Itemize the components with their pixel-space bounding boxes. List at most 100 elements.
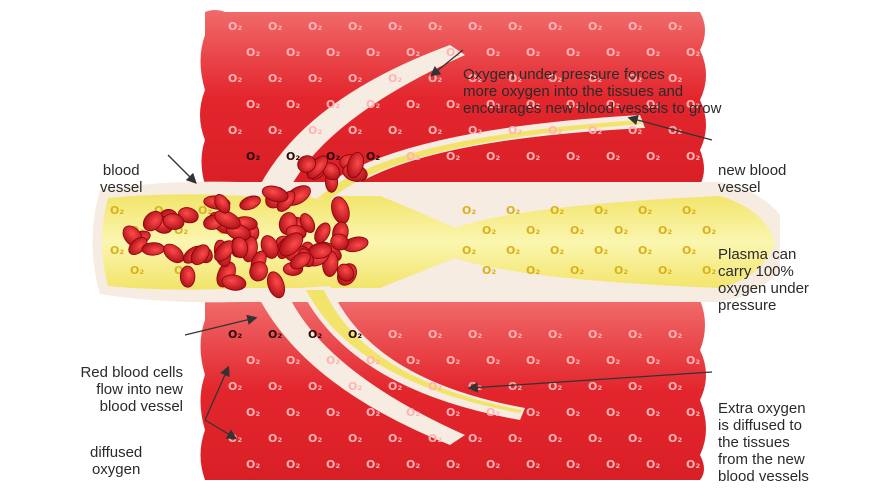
oxygen-molecule-icon: O₂ xyxy=(570,264,584,277)
oxygen-molecule-icon: O₂ xyxy=(228,20,242,33)
oxygen-molecule-icon: O₂ xyxy=(428,380,442,393)
oxygen-molecule-icon: O₂ xyxy=(308,124,322,137)
oxygen-molecule-icon: O₂ xyxy=(228,72,242,85)
oxygen-molecule-icon: O₂ xyxy=(446,458,460,471)
oxygen-molecule-icon: O₂ xyxy=(348,20,362,33)
oxygen-molecule-icon: O₂ xyxy=(646,354,660,367)
red-blood-cell-icon xyxy=(180,266,195,287)
oxygen-molecule-icon: O₂ xyxy=(508,432,522,445)
oxygen-molecule-icon: O₂ xyxy=(686,354,700,367)
oxygen-molecule-icon: O₂ xyxy=(286,46,300,59)
oxygen-molecule-icon: O₂ xyxy=(308,328,322,341)
oxygen-molecule-icon: O₂ xyxy=(428,20,442,33)
oxygen-molecule-icon: O₂ xyxy=(594,244,608,257)
oxygen-molecule-icon: O₂ xyxy=(686,406,700,419)
oxygen-molecule-icon: O₂ xyxy=(228,328,242,341)
oxygen-molecule-icon: O₂ xyxy=(682,244,696,257)
oxygen-molecule-icon: O₂ xyxy=(668,380,682,393)
oxygen-molecule-icon: O₂ xyxy=(646,406,660,419)
oxygen-molecule-icon: O₂ xyxy=(366,46,380,59)
oxygen-molecule-icon: O₂ xyxy=(506,204,520,217)
oxygen-molecule-icon: O₂ xyxy=(606,406,620,419)
label-extra-oxygen: Extra oxygenis diffused tothe tissuesfro… xyxy=(718,366,809,502)
oxygen-molecule-icon: O₂ xyxy=(588,328,602,341)
oxygen-molecule-icon: O₂ xyxy=(526,150,540,163)
oxygen-molecule-icon: O₂ xyxy=(308,432,322,445)
oxygen-molecule-icon: O₂ xyxy=(246,98,260,111)
oxygen-molecule-icon: O₂ xyxy=(468,380,482,393)
oxygen-molecule-icon: O₂ xyxy=(246,354,260,367)
oxygen-molecule-icon: O₂ xyxy=(388,380,402,393)
oxygen-molecule-icon: O₂ xyxy=(566,406,580,419)
oxygen-molecule-icon: O₂ xyxy=(446,406,460,419)
oxygen-molecule-icon: O₂ xyxy=(668,432,682,445)
oxygen-molecule-icon: O₂ xyxy=(268,380,282,393)
oxygen-molecule-icon: O₂ xyxy=(308,20,322,33)
oxygen-molecule-icon: O₂ xyxy=(268,20,282,33)
label-oxygen-pressure: Oxygen under pressure forcesmore oxygen … xyxy=(463,32,722,134)
oxygen-molecule-icon: O₂ xyxy=(482,224,496,237)
oxygen-molecule-icon: O₂ xyxy=(446,150,460,163)
oxygen-molecule-icon: O₂ xyxy=(614,264,628,277)
oxygen-molecule-icon: O₂ xyxy=(348,72,362,85)
oxygen-molecule-icon: O₂ xyxy=(388,124,402,137)
oxygen-molecule-icon: O₂ xyxy=(388,432,402,445)
oxygen-molecule-icon: O₂ xyxy=(482,264,496,277)
oxygen-molecule-icon: O₂ xyxy=(348,124,362,137)
oxygen-molecule-icon: O₂ xyxy=(130,264,144,277)
oxygen-molecule-icon: O₂ xyxy=(628,432,642,445)
oxygen-molecule-icon: O₂ xyxy=(286,354,300,367)
oxygen-molecule-icon: O₂ xyxy=(110,244,124,257)
oxygen-molecule-icon: O₂ xyxy=(326,406,340,419)
oxygen-molecule-icon: O₂ xyxy=(566,354,580,367)
oxygen-molecule-icon: O₂ xyxy=(638,204,652,217)
oxygen-molecule-icon: O₂ xyxy=(268,328,282,341)
oxygen-molecule-icon: O₂ xyxy=(548,328,562,341)
oxygen-molecule-icon: O₂ xyxy=(388,72,402,85)
oxygen-molecule-icon: O₂ xyxy=(646,458,660,471)
oxygen-molecule-icon: O₂ xyxy=(246,458,260,471)
oxygen-molecule-icon: O₂ xyxy=(406,354,420,367)
oxygen-molecule-icon: O₂ xyxy=(428,328,442,341)
oxygen-molecule-icon: O₂ xyxy=(702,264,716,277)
oxygen-molecule-icon: O₂ xyxy=(462,244,476,257)
oxygen-molecule-icon: O₂ xyxy=(566,150,580,163)
oxygen-molecule-icon: O₂ xyxy=(508,328,522,341)
oxygen-molecule-icon: O₂ xyxy=(566,458,580,471)
oxygen-molecule-icon: O₂ xyxy=(658,264,672,277)
oxygen-molecule-icon: O₂ xyxy=(326,98,340,111)
oxygen-molecule-icon: O₂ xyxy=(702,224,716,237)
oxygen-molecule-icon: O₂ xyxy=(486,406,500,419)
oxygen-molecule-icon: O₂ xyxy=(406,46,420,59)
oxygen-molecule-icon: O₂ xyxy=(446,354,460,367)
oxygen-molecule-icon: O₂ xyxy=(366,458,380,471)
oxygen-molecule-icon: O₂ xyxy=(406,458,420,471)
oxygen-molecule-icon: O₂ xyxy=(348,380,362,393)
oxygen-molecule-icon: O₂ xyxy=(686,458,700,471)
oxygen-molecule-icon: O₂ xyxy=(366,98,380,111)
oxygen-molecule-icon: O₂ xyxy=(326,458,340,471)
red-blood-cell-icon xyxy=(142,242,165,255)
oxygen-molecule-icon: O₂ xyxy=(614,224,628,237)
oxygen-molecule-icon: O₂ xyxy=(446,98,460,111)
oxygen-molecule-icon: O₂ xyxy=(506,244,520,257)
oxygen-molecule-icon: O₂ xyxy=(406,406,420,419)
oxygen-molecule-icon: O₂ xyxy=(428,432,442,445)
oxygen-molecule-icon: O₂ xyxy=(348,328,362,341)
oxygen-molecule-icon: O₂ xyxy=(406,150,420,163)
oxygen-molecule-icon: O₂ xyxy=(406,98,420,111)
oxygen-molecule-icon: O₂ xyxy=(526,406,540,419)
oxygen-molecule-icon: O₂ xyxy=(526,458,540,471)
oxygen-molecule-icon: O₂ xyxy=(570,224,584,237)
oxygen-molecule-icon: O₂ xyxy=(326,46,340,59)
oxygen-molecule-icon: O₂ xyxy=(486,458,500,471)
oxygen-molecule-icon: O₂ xyxy=(446,46,460,59)
oxygen-molecule-icon: O₂ xyxy=(246,406,260,419)
oxygen-molecule-icon: O₂ xyxy=(550,204,564,217)
oxygen-molecule-icon: O₂ xyxy=(548,432,562,445)
oxygen-molecule-icon: O₂ xyxy=(606,354,620,367)
oxygen-molecule-icon: O₂ xyxy=(388,328,402,341)
